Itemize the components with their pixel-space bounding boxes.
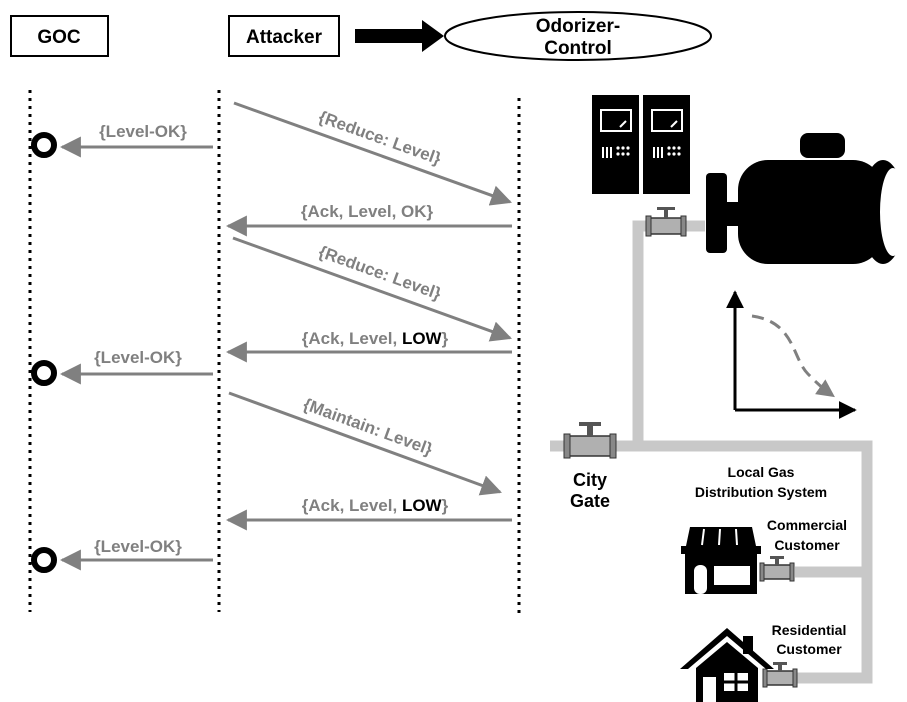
msg9-label: {Level-OK}	[94, 537, 182, 556]
decline-trend-icon	[726, 290, 857, 419]
odorizer-controller-icon	[592, 95, 639, 194]
attacker-participant: Attacker	[228, 15, 340, 57]
lgds-label-line2: Distribution System	[695, 484, 827, 500]
commercial-label-line2: Customer	[774, 537, 840, 553]
odorizer-label-line1: Odorizer-	[536, 16, 620, 37]
goc-participant: GOC	[10, 15, 109, 57]
commercial-label-line1: Commercial	[767, 517, 847, 533]
house-icon	[680, 628, 774, 702]
event-marker-icon	[31, 360, 57, 386]
msg7-arrow	[228, 391, 502, 496]
msg8-label: {Ack, Level, LOW}	[302, 496, 449, 515]
msg6-label: {Level-OK}	[94, 348, 182, 367]
valve-icon	[759, 556, 795, 582]
odorizer-controller-icon	[643, 95, 690, 194]
lgds-label-line1: Local Gas	[728, 464, 795, 480]
attacker-label: Attacker	[246, 27, 323, 48]
city-gate-label-line2: Gate	[570, 491, 610, 511]
msg4-arrow	[232, 236, 512, 342]
event-marker-icon	[31, 547, 57, 573]
storefront-icon	[681, 527, 761, 594]
msg4-label: {Reduce: Level}	[316, 242, 444, 304]
msg3-label: {Ack, Level, OK}	[301, 202, 434, 221]
valve-icon	[762, 662, 798, 688]
event-marker-icon	[31, 132, 57, 158]
valve-icon	[563, 422, 617, 459]
residential-label-line2: Customer	[776, 641, 842, 657]
msg1-label: {Level-OK}	[99, 122, 187, 141]
city-gate-label-line1: City	[573, 470, 607, 490]
odorizer-control-participant: Odorizer- Control	[444, 11, 712, 61]
attacker-to-odorizer-arrow	[355, 20, 444, 52]
goc-label: GOC	[37, 27, 81, 48]
msg2-arrow	[233, 101, 512, 206]
msg5-label: {Ack, Level, LOW}	[302, 329, 449, 348]
valve-icon	[645, 207, 687, 237]
gas-tank-icon	[706, 133, 906, 264]
odorizer-label-line2: Control	[544, 38, 612, 59]
residential-label-line1: Residential	[772, 622, 847, 638]
